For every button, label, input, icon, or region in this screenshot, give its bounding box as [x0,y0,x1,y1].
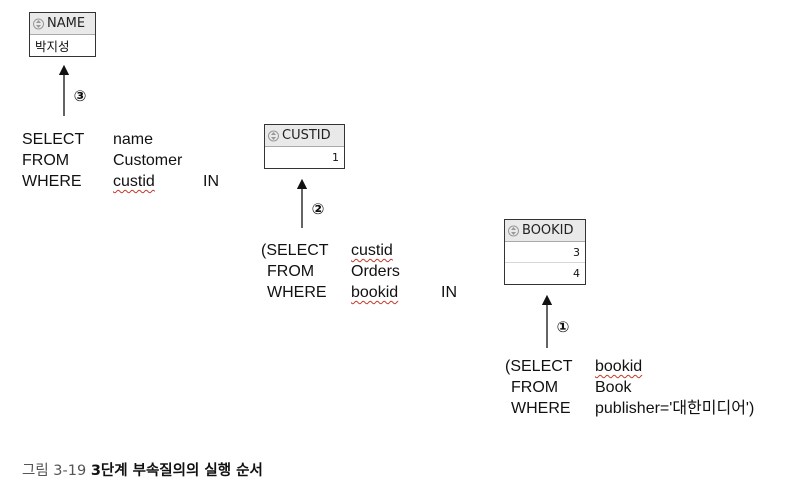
sort-icon [508,225,519,236]
figure-caption: 그림 3-19 3단계 부속질의의 실행 순서 [22,459,263,480]
name-result-grid: NAME 박지성 [29,12,96,57]
custid-result-grid: CUSTID 1 [264,124,345,169]
sort-icon [33,18,44,29]
result-cell: 1 [332,151,339,164]
result-cell: 4 [573,267,580,280]
sql-value: name [113,131,154,148]
caption-title: 3단계 부속질의의 실행 순서 [90,463,263,479]
sql-value: custid [113,173,155,190]
sql-keyword: (SELECT [505,358,573,375]
step-3-marker: ③ [73,87,87,105]
sql-value: bookid [595,358,643,375]
sql-keyword: SELECT [22,131,85,148]
sql-keyword: FROM [511,379,559,396]
sql-keyword: (SELECT [261,242,329,259]
result-cell: 박지성 [35,39,70,54]
sql-keyword: WHERE [267,284,327,301]
sql-keyword: WHERE [22,173,82,190]
sql-value: bookid [351,284,399,301]
custid-header-label: CUSTID [282,128,331,143]
sort-icon [268,130,279,141]
sql-keyword: FROM [267,263,315,280]
bookid-header-label: BOOKID [522,223,574,238]
sql-keyword: FROM [22,152,70,169]
sql-value: custid [351,242,393,259]
bookid-column-header[interactable]: BOOKID [505,220,585,242]
sql-keyword: WHERE [511,400,571,417]
custid-column-header[interactable]: CUSTID [265,125,344,147]
sql-value: Customer [113,152,183,169]
name-column-header[interactable]: NAME [30,13,95,35]
bookid-result-grid: BOOKID 3 4 [504,219,586,285]
sql-operator: IN [203,173,219,190]
sql-value: Book [595,379,632,396]
sql-operator: IN [441,284,457,301]
name-header-label: NAME [47,16,86,31]
step-2-marker: ② [311,200,325,218]
caption-label: 그림 3-19 [22,463,87,479]
step-1-marker: ① [556,318,570,336]
result-cell: 3 [505,242,585,263]
sql-value: Orders [351,263,400,280]
sql-value: publisher='대한미디어') [595,400,755,417]
